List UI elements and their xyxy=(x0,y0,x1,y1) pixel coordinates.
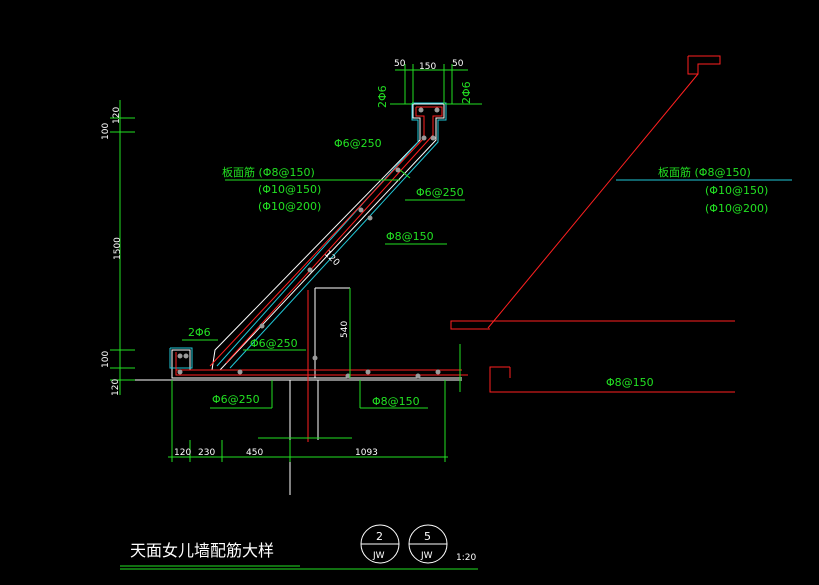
label-slab-bar-main: 板面筋 (Φ8@150) xyxy=(222,165,315,179)
dim-left-100-bottom: 100 xyxy=(101,351,111,368)
dimension-lines xyxy=(110,64,482,462)
scale-label: 1:20 xyxy=(456,553,476,563)
drawing-title: 天面女儿墙配筋大样 xyxy=(130,541,274,560)
rebar-dot xyxy=(358,207,364,213)
dim-top-50-right: 50 xyxy=(452,59,464,69)
label-bar-diag: Φ8@150 xyxy=(386,230,434,243)
rebar-labels: 2Φ6 2Φ6 Φ6@250 板面筋 (Φ8@150) (Φ10@150) (Φ… xyxy=(188,81,473,408)
right-bottom-bar xyxy=(489,366,735,393)
rebar-dot xyxy=(395,167,401,173)
label-stirrup-low: Φ6@250 xyxy=(250,337,298,350)
rebar-dot xyxy=(367,215,373,221)
rebar-dot xyxy=(177,353,183,359)
right-slab-bar xyxy=(450,320,735,330)
rebar-dot xyxy=(430,135,436,141)
rebar-outer xyxy=(225,106,443,364)
rebar-dot xyxy=(259,323,265,329)
label-stirrup-right: Φ6@250 xyxy=(416,186,464,199)
corner-face xyxy=(169,347,193,369)
concrete-outline-inner xyxy=(211,104,421,371)
rebar-dot xyxy=(312,355,318,361)
rebar-dot xyxy=(421,135,427,141)
right-cap xyxy=(687,55,721,75)
leader xyxy=(399,169,411,179)
inner-face xyxy=(216,103,419,367)
dim-bottom-120: 120 xyxy=(174,448,191,458)
rebar-dot xyxy=(434,107,440,113)
rebar-dot xyxy=(415,373,421,379)
dim-left-120-top: 120 xyxy=(112,107,122,124)
dim-left-120-bottom: 120 xyxy=(111,379,121,396)
right-slope-bar xyxy=(487,73,699,329)
parapet-outline xyxy=(130,103,462,495)
outer-face xyxy=(229,102,447,369)
rebar-dot xyxy=(365,369,371,375)
detail-mark-sheet-2: JW xyxy=(420,551,433,561)
dim-bottom-450: 450 xyxy=(246,448,263,458)
dim-left-100-top: 100 xyxy=(101,123,111,140)
detail-mark-number-2: 5 xyxy=(424,530,431,543)
right-detail: 板面筋 (Φ8@150) (Φ10@150) (Φ10@200) Φ8@150 xyxy=(450,55,792,393)
label-slab-bar-alt2: (Φ10@200) xyxy=(258,200,321,213)
rebar xyxy=(175,106,468,442)
dim-height-540: 540 xyxy=(340,321,350,338)
label-top-bars: 2Φ6 xyxy=(376,85,389,108)
label-top-bars-2: 2Φ6 xyxy=(460,81,473,104)
label-bar-bottom: Φ8@150 xyxy=(372,395,420,408)
rebar-dot xyxy=(345,373,351,379)
rebar-dot xyxy=(307,267,313,273)
dim-left-1500: 1500 xyxy=(113,237,123,260)
right-label-slab-bar-main: 板面筋 (Φ8@150) xyxy=(658,165,751,179)
detail-mark-sheet-1: JW xyxy=(372,551,385,561)
label-stirrup-bottom: Φ6@250 xyxy=(212,393,260,406)
rebar-dot xyxy=(237,369,243,375)
label-slab-bar-alt1: (Φ10@150) xyxy=(258,183,321,196)
label-stirrup-upper: Φ6@250 xyxy=(334,137,382,150)
rebar-dot xyxy=(435,369,441,375)
dim-bottom-230: 230 xyxy=(198,448,215,458)
right-label-slab-bar-alt1: (Φ10@150) xyxy=(705,184,768,197)
rebar-inner xyxy=(209,107,425,367)
title-block: 天面女儿墙配筋大样 2 JW 5 JW 1:20 xyxy=(120,524,478,570)
rebar-dot xyxy=(177,369,183,375)
rebar-dot xyxy=(418,107,424,113)
rebar-dots xyxy=(177,107,441,379)
detail-mark-number-1: 2 xyxy=(376,530,383,543)
rebar-dot xyxy=(183,353,189,359)
concrete-faces xyxy=(169,102,447,369)
dim-top-50-left: 50 xyxy=(394,59,406,69)
rebar-bottom xyxy=(175,352,468,376)
dim-top-150: 150 xyxy=(419,62,436,72)
right-label-slab-bar-alt2: (Φ10@200) xyxy=(705,202,768,215)
right-label-bar-bottom: Φ8@150 xyxy=(606,376,654,389)
label-corner-bars: 2Φ6 xyxy=(188,326,211,339)
dim-bottom-1093: 1093 xyxy=(355,448,378,458)
